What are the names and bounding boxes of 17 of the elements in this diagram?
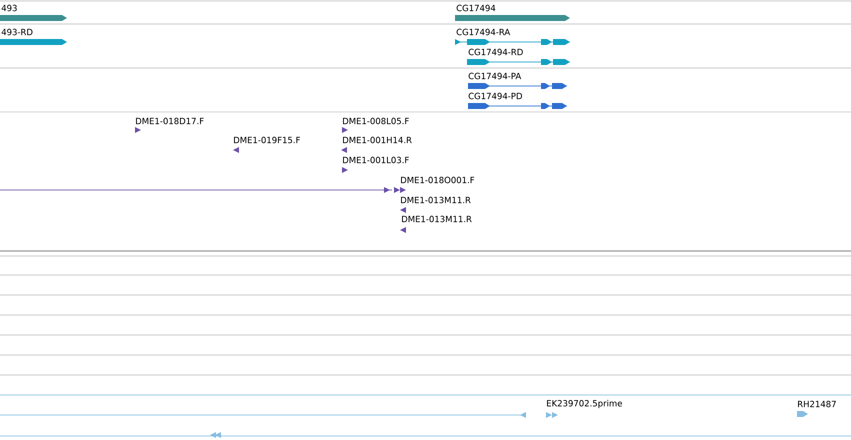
track-label: DME1-001H14.R: [343, 136, 412, 144]
track-label: DME1-019F15.F: [234, 136, 300, 144]
track-label: DME1-001L03.F: [343, 156, 409, 164]
track-label: DME1-018O001.F: [401, 176, 474, 184]
track-label: 493-RD: [2, 28, 32, 36]
track-label: CG17494-PD: [468, 92, 522, 100]
track-label: RH21487: [798, 400, 836, 408]
track-label: CG17494-PA: [468, 72, 522, 80]
track-label: DME1-013M11.R: [401, 196, 471, 204]
track-label: DME1-008L05.F: [343, 118, 409, 124]
track-label: CG17494: [456, 4, 496, 12]
track-label: CG17494-RA: [456, 28, 510, 36]
track-label: CG17494-RD: [468, 48, 523, 56]
track-label: 493: [2, 4, 17, 12]
track-label: EK239702.5prime: [547, 400, 622, 408]
track-label: DME1-013M11.R: [402, 216, 472, 222]
track-label: DME1-018D17.F: [136, 118, 204, 124]
